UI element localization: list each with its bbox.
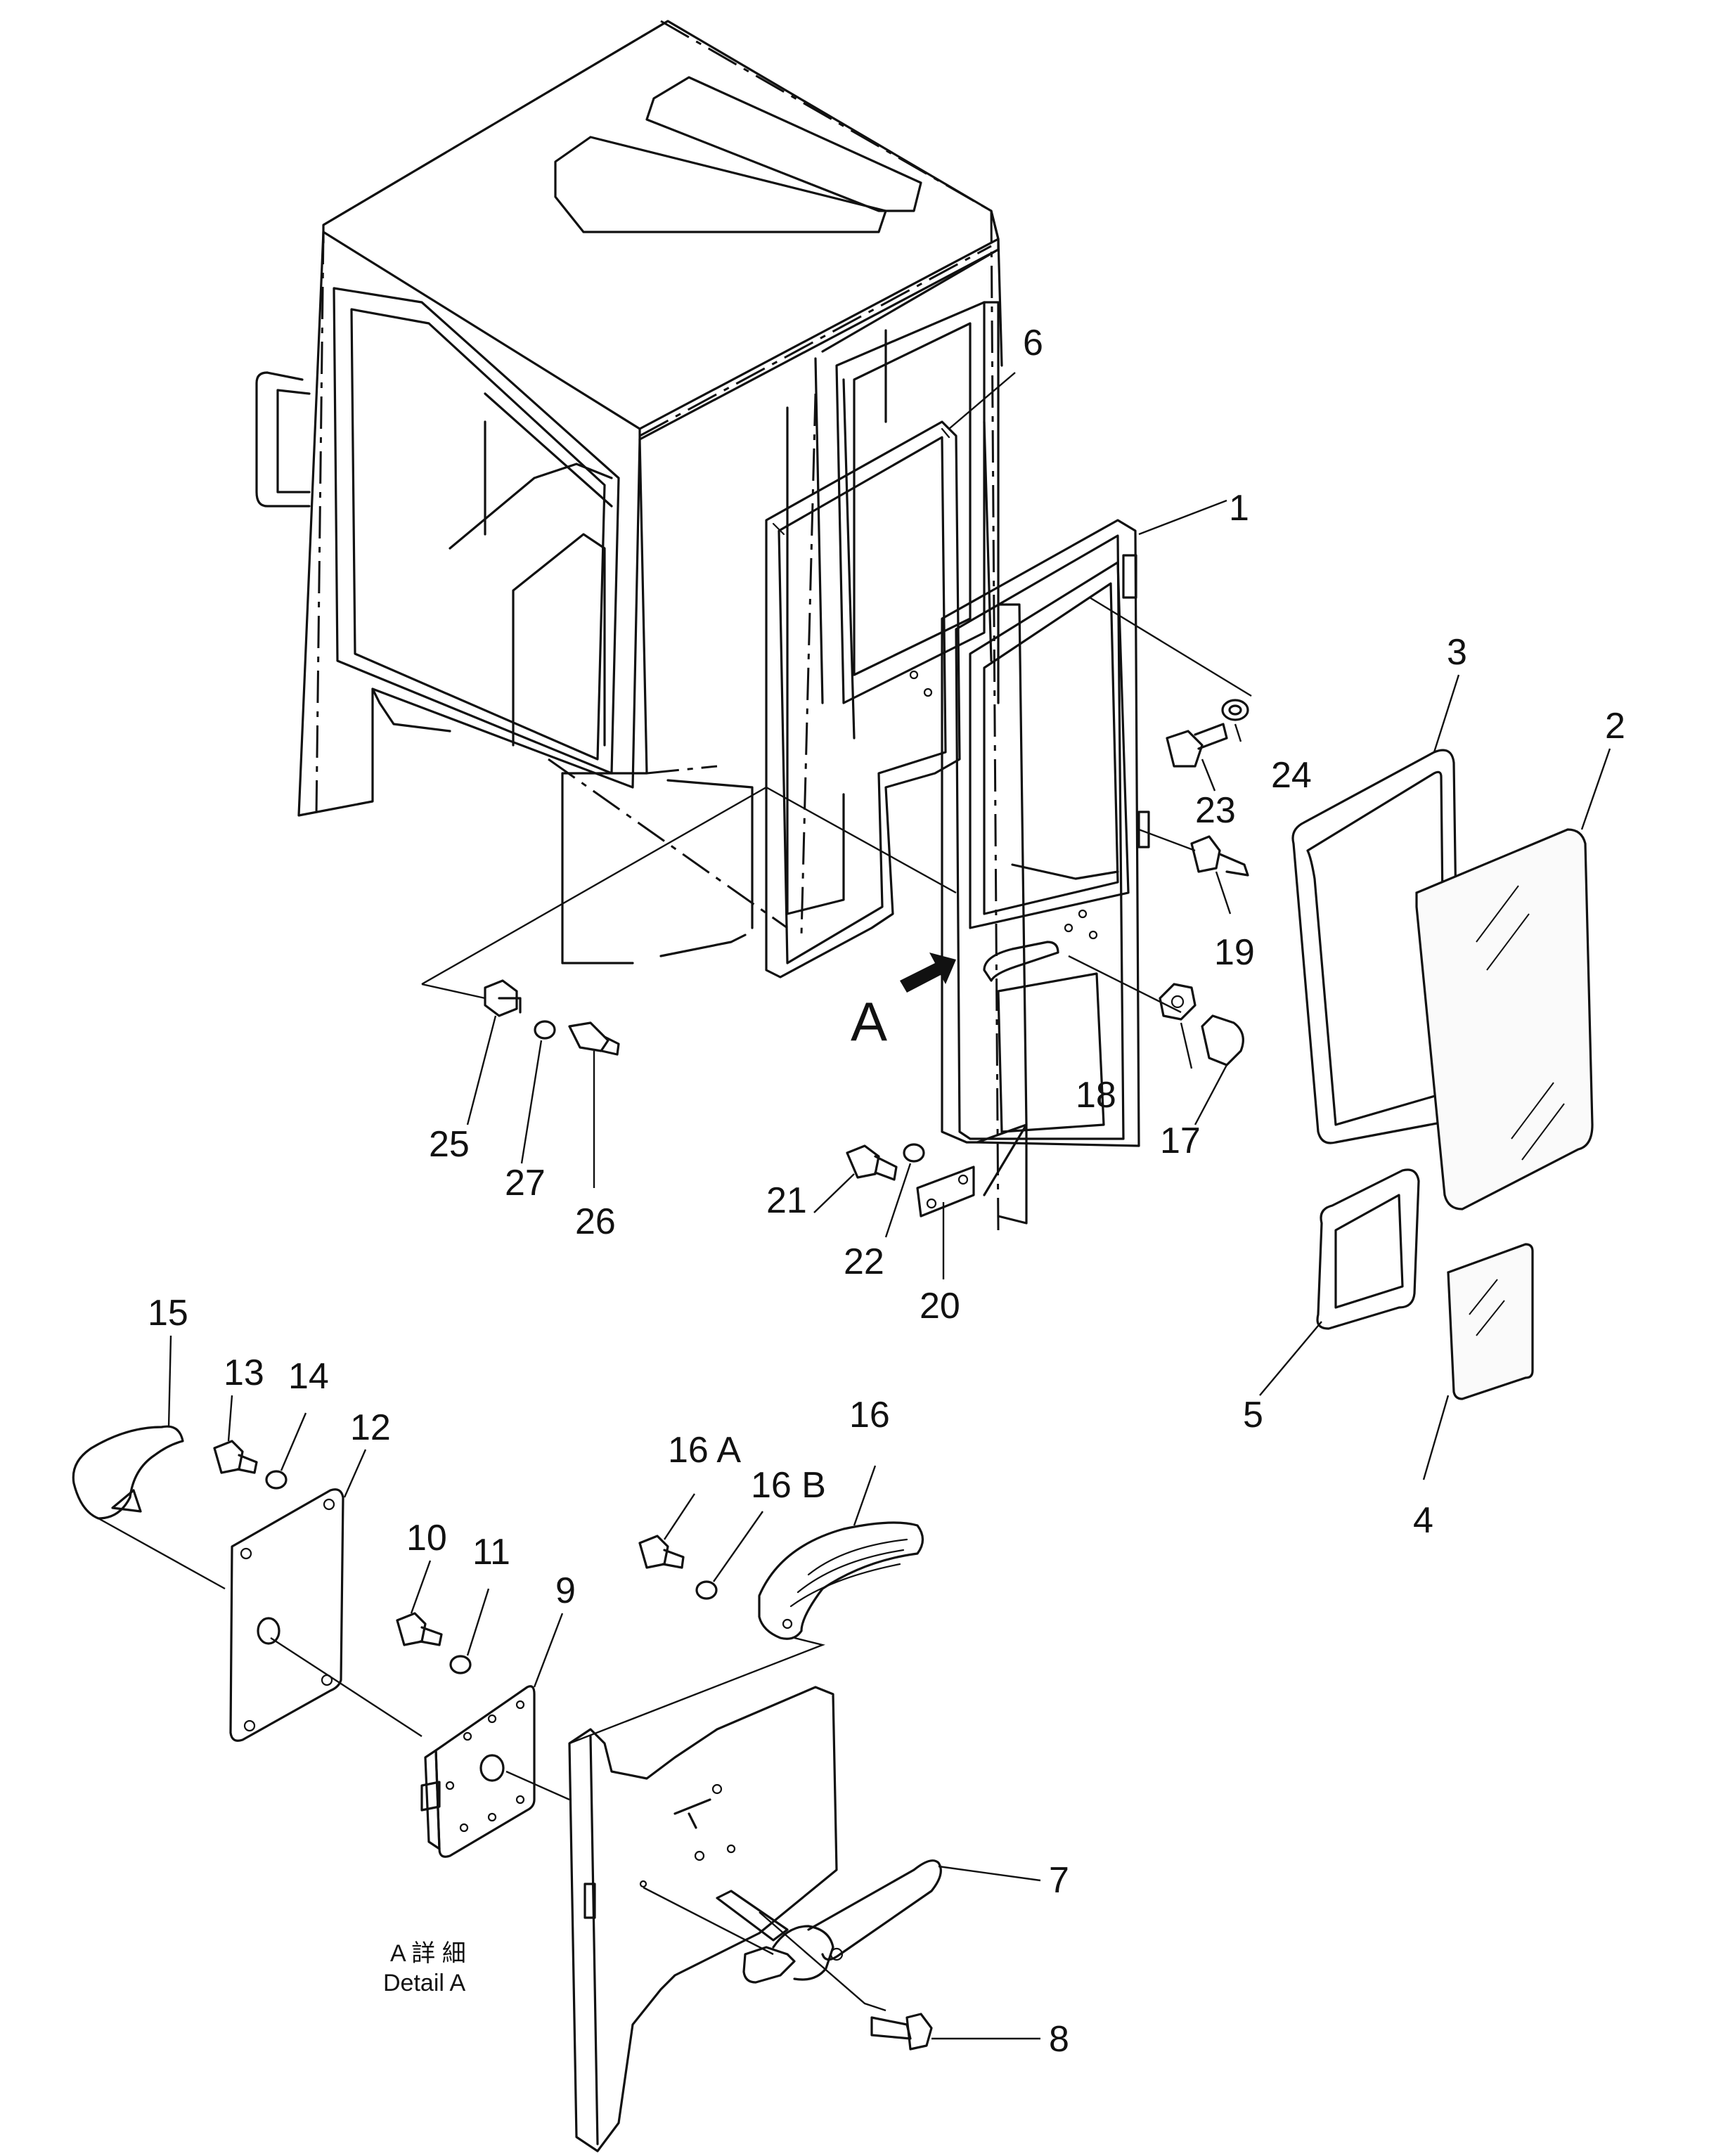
label-16: 16	[849, 1395, 890, 1435]
hardware	[484, 699, 1249, 1218]
detail-caption-en: Detail A	[383, 1970, 465, 1996]
label-12: 12	[350, 1407, 391, 1448]
cab-body	[255, 20, 1028, 1196]
window-glass-2	[1415, 828, 1594, 1211]
label-5: 5	[1243, 1395, 1263, 1435]
label-23: 23	[1195, 790, 1236, 831]
detail-a	[72, 1425, 942, 2152]
center-lines	[315, 20, 1000, 1231]
label-6: 6	[1023, 323, 1043, 363]
label-13: 13	[224, 1353, 264, 1393]
label-15: 15	[148, 1293, 188, 1334]
view-arrow-a	[900, 953, 956, 993]
leaders	[167, 372, 1611, 2040]
label-22: 22	[844, 1241, 884, 1282]
label-19: 19	[1214, 932, 1255, 973]
label-17: 17	[1160, 1121, 1201, 1161]
label-16b: 16 B	[751, 1465, 826, 1506]
part-labels: 1 2 3 4 5 6 7 8 9 10 11 12 13 14 15 16 1…	[148, 323, 1625, 2060]
label-26: 26	[575, 1201, 616, 1242]
small-seal-5	[1316, 1168, 1420, 1330]
label-7: 7	[1049, 1860, 1069, 1901]
door-assembly-1	[909, 519, 1150, 1225]
label-3: 3	[1447, 632, 1467, 673]
label-18: 18	[1076, 1075, 1116, 1116]
view-label-a: A	[851, 990, 887, 1052]
label-2: 2	[1605, 706, 1625, 747]
detail-caption-jp: A 詳 細	[390, 1940, 466, 1967]
label-1: 1	[1229, 488, 1249, 529]
label-16a: 16 A	[668, 1430, 741, 1471]
label-27: 27	[505, 1163, 546, 1203]
label-24: 24	[1271, 755, 1312, 796]
label-8: 8	[1049, 2019, 1069, 2060]
label-4: 4	[1413, 1500, 1433, 1541]
label-21: 21	[766, 1180, 807, 1221]
small-glass-4	[1447, 1243, 1534, 1400]
label-11: 11	[472, 1532, 510, 1573]
label-10: 10	[406, 1518, 447, 1558]
label-20: 20	[920, 1286, 960, 1326]
label-25: 25	[429, 1124, 470, 1165]
door-seal-6	[765, 420, 961, 979]
label-9: 9	[555, 1570, 576, 1611]
label-14: 14	[288, 1356, 329, 1397]
assembly-lines	[421, 596, 1252, 1014]
